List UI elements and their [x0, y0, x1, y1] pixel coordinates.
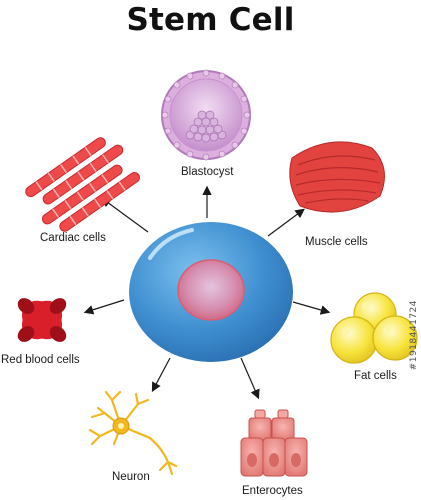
- cardiac-cells-label: Cardiac cells: [40, 232, 106, 244]
- blastocyst-label: Blastocyst: [181, 166, 234, 178]
- arrow-to-enterocytes: [240, 357, 260, 400]
- blastocyst-illustration: [161, 69, 251, 161]
- arrow-to-cardiac: [101, 197, 149, 233]
- arrows: [83, 185, 331, 400]
- arrow-to-red-blood: [83, 299, 125, 315]
- neuron-illustration: [88, 390, 178, 476]
- red-blood-cells-label: Red blood cells: [1, 354, 80, 366]
- fat-cells-label: Fat cells: [354, 370, 397, 382]
- arrow-to-fat: [292, 301, 331, 315]
- red-blood-cells-illustration: [17, 298, 67, 342]
- enterocytes-illustration: [240, 409, 308, 477]
- neuron-label: Neuron: [112, 471, 150, 483]
- stem-cell-illustration: [129, 222, 293, 362]
- muscle-cells-illustration: [289, 141, 385, 213]
- page-title: Stem Cell: [126, 2, 295, 38]
- cardiac-cells-illustration: [25, 137, 140, 232]
- arrow-to-neuron: [151, 357, 171, 393]
- muscle-cells-label: Muscle cells: [305, 236, 368, 248]
- fat-cells-illustration: [330, 292, 418, 364]
- enterocytes-label: Enterocytes: [242, 485, 303, 497]
- stock-id-watermark: #1918441724: [409, 300, 419, 371]
- arrow-to-muscle: [267, 208, 305, 237]
